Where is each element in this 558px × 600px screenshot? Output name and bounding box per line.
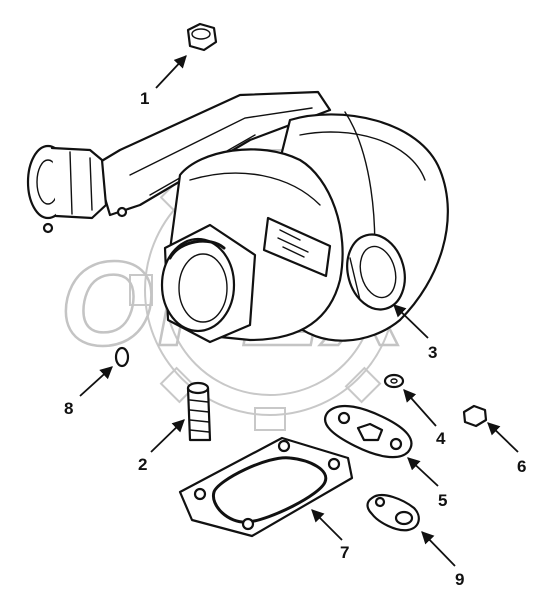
part-nut-1 — [186, 22, 218, 52]
part-gasket-5 — [324, 404, 413, 459]
callout-1: 1 — [140, 89, 149, 108]
callout-4: 4 — [436, 429, 446, 448]
callout-9: 9 — [455, 570, 464, 589]
part-stud-2 — [186, 381, 212, 442]
part-oring-8 — [114, 346, 130, 368]
callout-2: 2 — [138, 455, 147, 474]
callout-3: 3 — [428, 343, 437, 362]
part-gasket-7 — [178, 436, 354, 538]
outlet-tube — [160, 223, 257, 344]
part-nut-6 — [462, 404, 488, 428]
data-plate — [262, 216, 332, 278]
callout-6: 6 — [517, 457, 526, 476]
callout-labels: 1 2 3 4 5 6 7 8 9 — [64, 89, 526, 589]
callout-5: 5 — [438, 491, 447, 510]
part-turbocharger-3 — [26, 90, 449, 344]
callout-7: 7 — [340, 543, 349, 562]
inlet-fitting — [26, 144, 128, 234]
callout-leaders — [79, 55, 519, 567]
compressor-inlet — [346, 233, 406, 311]
part-washer-4 — [383, 373, 405, 389]
part-gasket-9 — [366, 493, 420, 532]
callout-8: 8 — [64, 399, 73, 418]
